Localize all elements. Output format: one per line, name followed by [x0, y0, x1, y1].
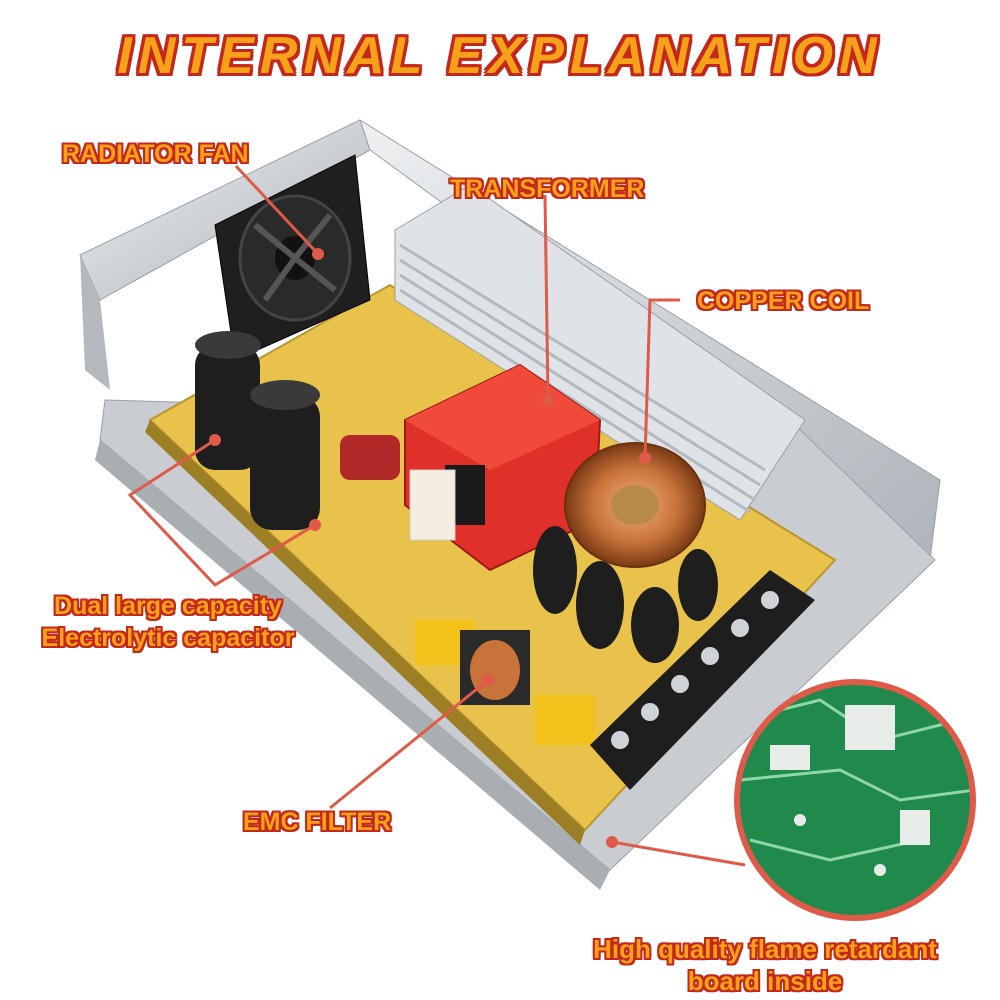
label-radiator-fan: RADIATOR FAN [62, 140, 249, 168]
copper-coil-icon [564, 442, 706, 568]
label-capacitor-line1: Dual large capacity [54, 592, 282, 620]
label-board-line2: board inside [687, 966, 843, 996]
callout-lines [127, 164, 746, 867]
label-transformer: TRANSFORMER [450, 175, 645, 203]
label-capacitor: Dual large capacity Electrolytic capacit… [18, 590, 318, 654]
label-capacitor-line2: Electrolytic capacitor [41, 624, 295, 652]
fan-icon [214, 154, 371, 361]
terminal-block-icon [590, 570, 815, 790]
label-board: High quality flame retardant board insid… [560, 933, 970, 997]
label-emc-filter: EMC FILTER [243, 808, 392, 836]
label-board-line1: High quality flame retardant [593, 934, 937, 964]
label-copper-coil: COPPER COIL [697, 287, 870, 315]
page-title: INTERNAL EXPLANATION [117, 27, 883, 85]
board-zoom-inset [734, 679, 976, 921]
